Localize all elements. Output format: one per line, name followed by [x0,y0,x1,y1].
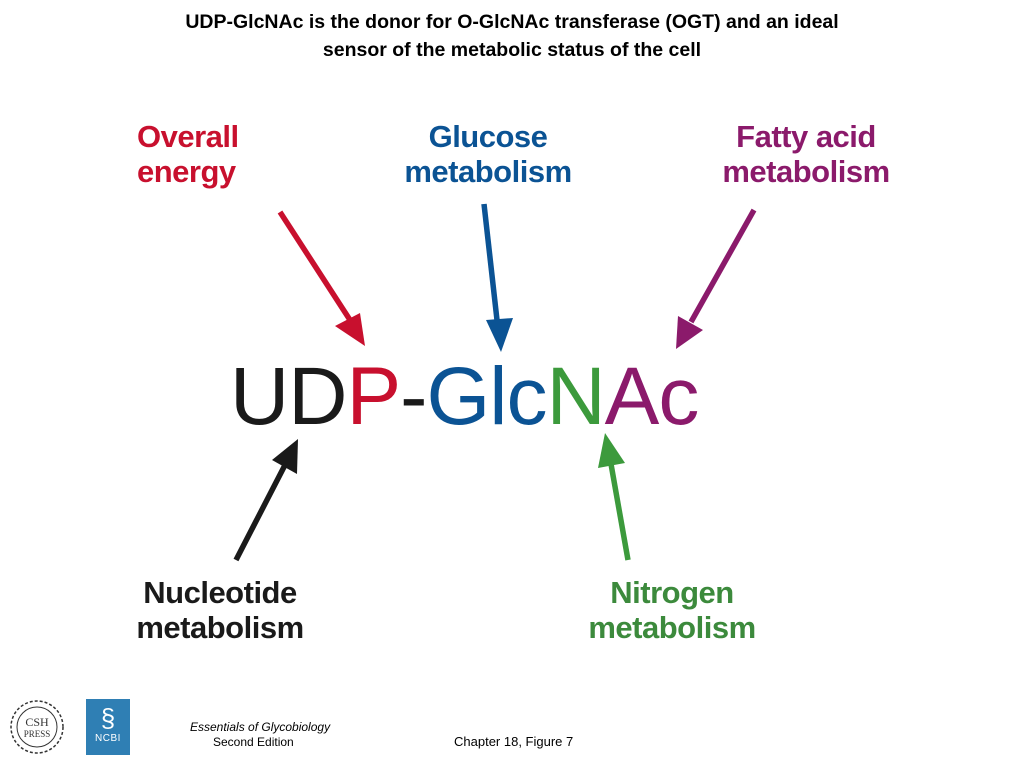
label-line: metabolism [722,154,890,189]
molecule-n: N [546,351,605,442]
label-line: metabolism [404,154,572,189]
molecule-ud: UD [230,351,347,442]
molecule-dash: - [400,351,427,442]
svg-text:CSH: CSH [25,715,49,729]
page-title: UDP-GlcNAc is the donor for O-GlcNAc tra… [0,8,1024,64]
udp-glcnac-molecule: UDP-GlcNAc [230,351,700,442]
arrow-fatty-acid [676,208,757,349]
helix-icon: § [100,703,116,733]
molecule-glc: Glc [426,351,547,442]
book-edition: Second Edition [213,735,294,749]
label-line: energy [137,154,236,189]
label-line: Fatty acid [736,119,876,154]
label-glucose-metabolism: Glucose metabolism [370,119,606,189]
label-line: metabolism [588,610,756,645]
label-line: Nitrogen [610,575,734,610]
label-line: Overall [137,119,239,154]
book-title: Essentials of Glycobiology [190,720,331,734]
title-line-1: UDP-GlcNAc is the donor for O-GlcNAc tra… [185,11,839,33]
arrow-nitrogen [598,433,631,561]
label-line: Nucleotide [143,575,297,610]
title-line-2: sensor of the metabolic status of the ce… [322,39,702,61]
svg-text:PRESS: PRESS [24,729,51,739]
label-overall-energy: Overall energy [137,119,239,189]
csh-press-logo: CSH PRESS [10,700,64,754]
arrow-nucleotide [233,439,298,562]
arrow-glucose [481,203,513,352]
chapter-figure-ref: Chapter 18, Figure 7 [454,734,574,749]
molecule-p: P [346,351,401,442]
label-nitrogen-metabolism: Nitrogen metabolism [552,575,792,645]
book-citation: Essentials of Glycobiology Second Editio… [190,720,330,750]
label-line: metabolism [136,610,304,645]
molecule-ac: Ac [604,351,700,442]
label-nucleotide-metabolism: Nucleotide metabolism [100,575,340,645]
label-line: Glucose [428,119,548,154]
label-fatty-acid-metabolism: Fatty acid metabolism [686,119,926,189]
ncbi-logo-text: NCBI [95,733,121,744]
ncbi-logo: § NCBI [86,699,130,755]
arrow-energy [277,210,365,346]
